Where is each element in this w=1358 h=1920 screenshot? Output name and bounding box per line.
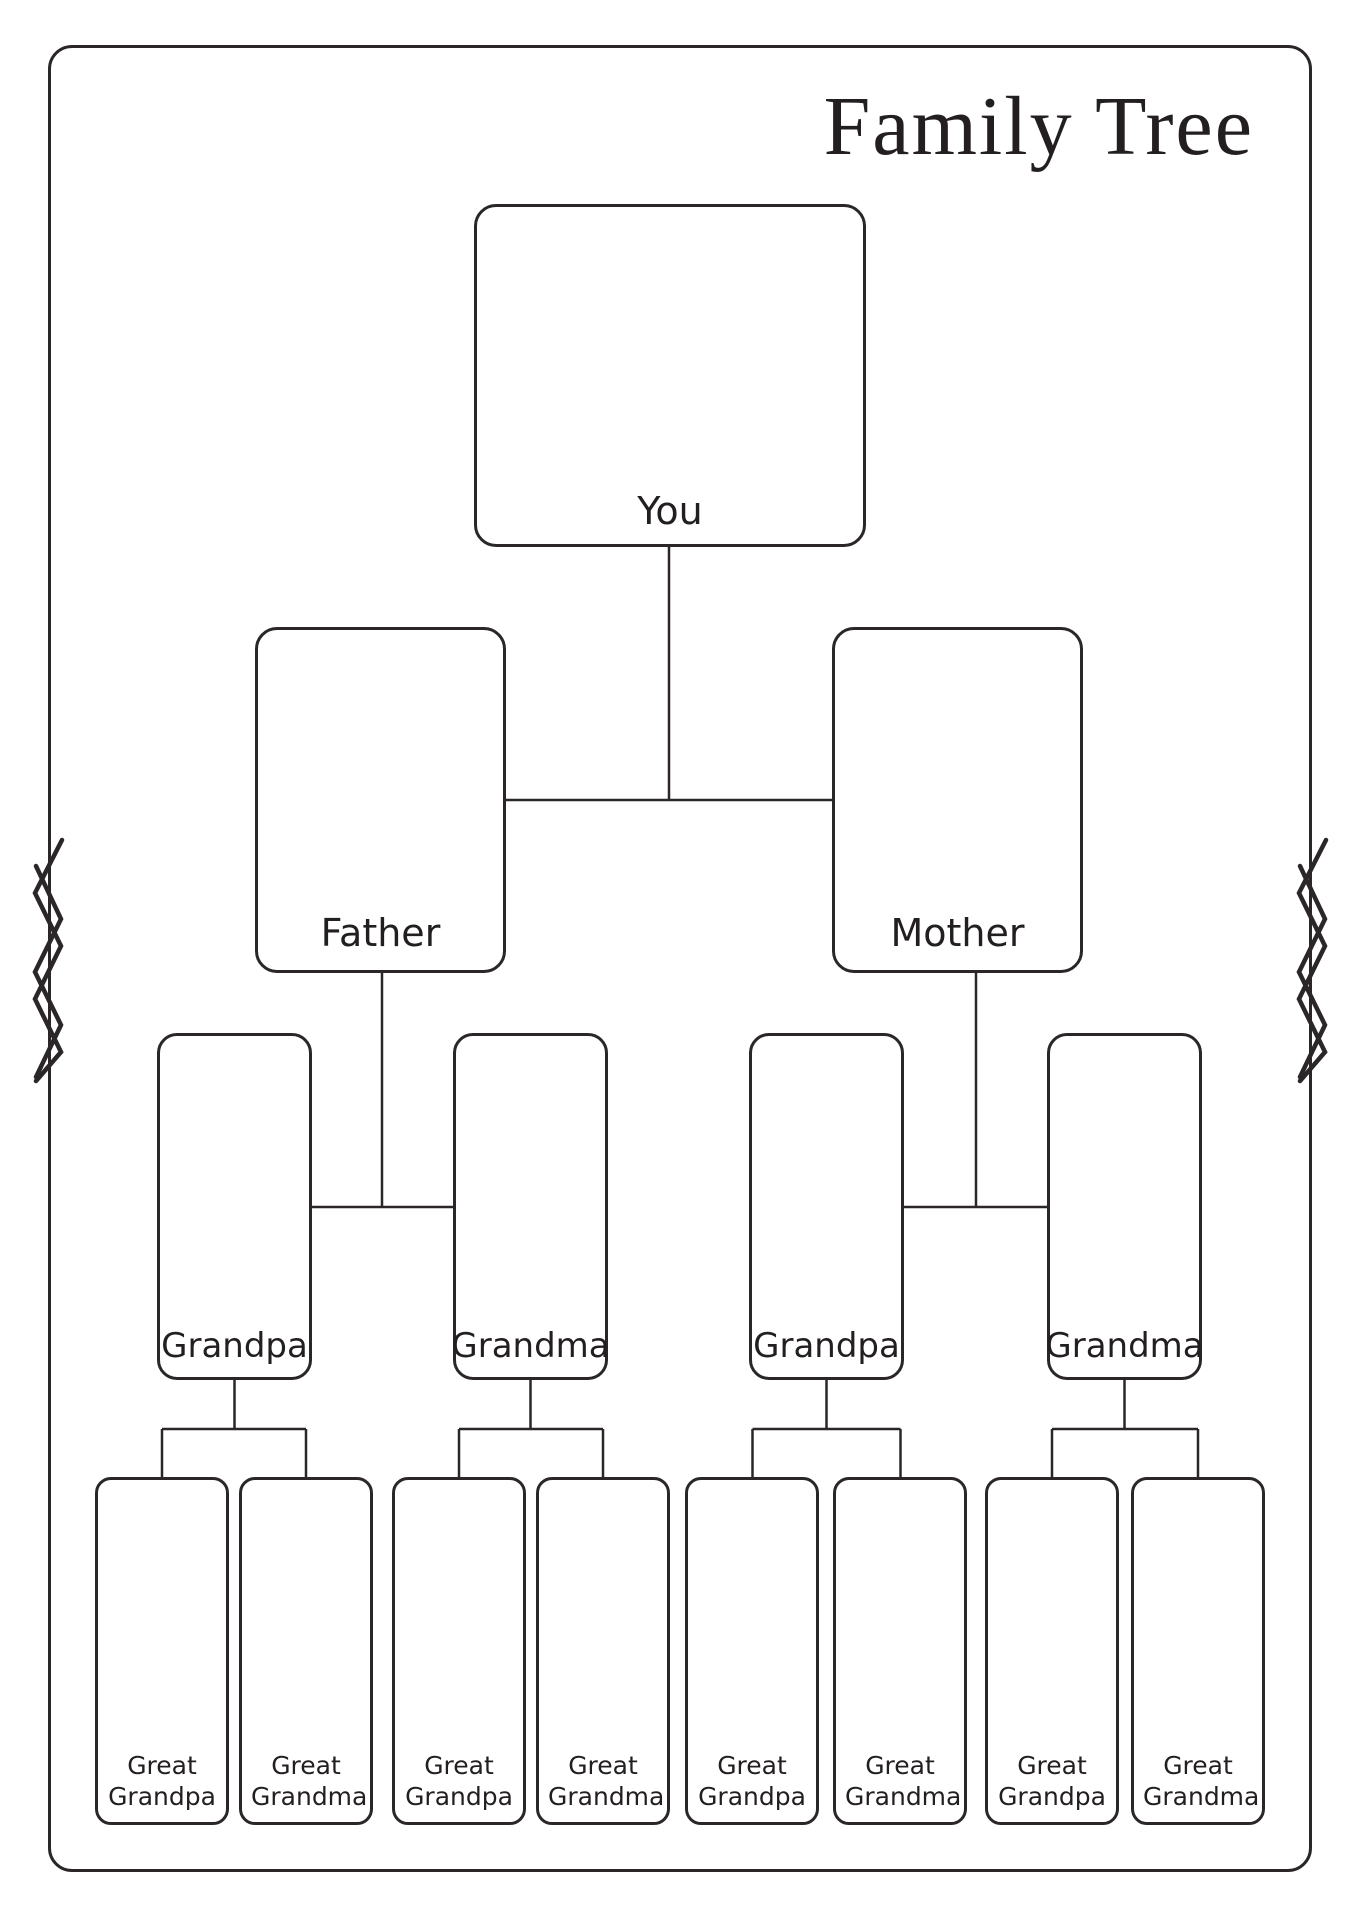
paternal-grandma-box: Grandma [451, 1033, 610, 1380]
great-grandpa-box-1: Great Grandpa [95, 1477, 229, 1825]
great-grandpa-label-2: Great Grandpa [405, 1751, 513, 1811]
great-grandpa-box-2: Great Grandpa [392, 1477, 526, 1825]
page-border [48, 45, 1312, 1872]
zigzag-decoration-right [1296, 837, 1329, 1084]
you-label: You [637, 488, 703, 533]
mother-box: Mother [832, 627, 1083, 973]
paternal-grandpa-box: Grandpa [157, 1033, 312, 1380]
zigzag-decoration-left [32, 837, 65, 1084]
great-grandpa-label-4: Great Grandpa [998, 1751, 1106, 1811]
father-box: Father [255, 627, 506, 973]
great-grandma-label-4: Great Grandma [1143, 1751, 1260, 1811]
paternal-grandpa-label: Grandpa [161, 1325, 308, 1366]
you-box: You [474, 204, 866, 547]
maternal-grandma-label: Grandma [1045, 1325, 1204, 1366]
great-grandma-box-2: Great Grandma [536, 1477, 670, 1825]
great-grandma-label-1: Great Grandma [251, 1751, 368, 1811]
paternal-grandma-label: Grandma [451, 1325, 610, 1366]
great-grandma-label-3: Great Grandma [845, 1751, 962, 1811]
great-grandma-label-2: Great Grandma [548, 1751, 665, 1811]
great-grandpa-box-4: Great Grandpa [985, 1477, 1119, 1825]
page-title: Family Tree [823, 80, 1254, 173]
father-label: Father [320, 910, 441, 955]
maternal-grandpa-label: Grandpa [753, 1325, 900, 1366]
great-grandpa-box-3: Great Grandpa [685, 1477, 819, 1825]
great-grandpa-label-3: Great Grandpa [698, 1751, 806, 1811]
maternal-grandpa-box: Grandpa [749, 1033, 904, 1380]
great-grandma-box-1: Great Grandma [239, 1477, 373, 1825]
mother-label: Mother [890, 910, 1025, 955]
great-grandpa-label-1: Great Grandpa [108, 1751, 216, 1811]
great-grandma-box-4: Great Grandma [1131, 1477, 1265, 1825]
great-grandma-box-3: Great Grandma [833, 1477, 967, 1825]
maternal-grandma-box: Grandma [1045, 1033, 1204, 1380]
